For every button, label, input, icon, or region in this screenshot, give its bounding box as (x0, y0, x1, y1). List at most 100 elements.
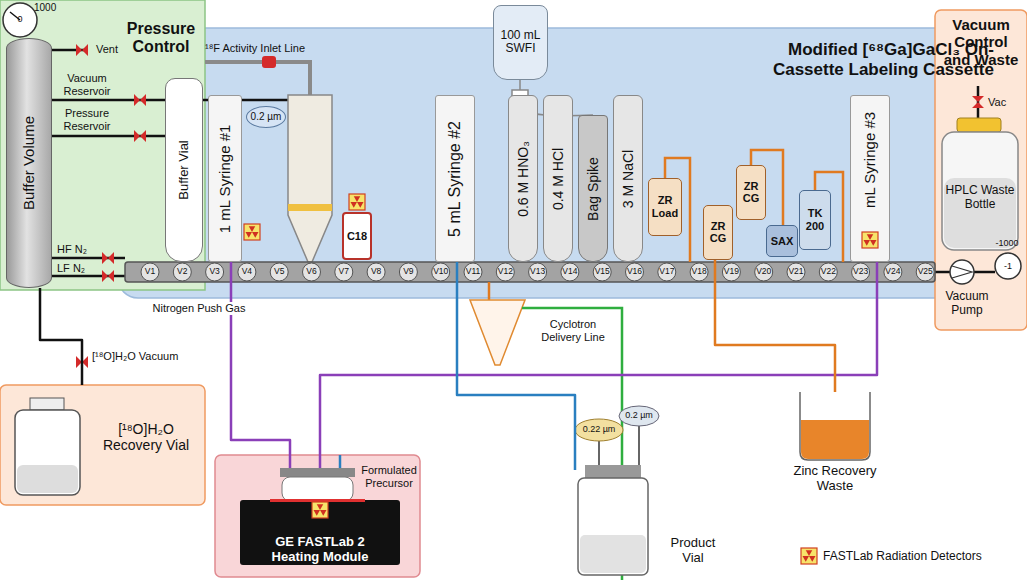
detector-wedge (867, 234, 874, 240)
shape (578, 478, 648, 575)
reagent-tube: 3 M NaCl (613, 95, 643, 262)
detector-body (349, 194, 365, 210)
node-text: mL Syringe #3 (861, 112, 878, 208)
recovery-bottle (15, 398, 80, 495)
product-vial: Product Vial (570, 470, 725, 578)
shape (3, 3, 37, 37)
reagent-tube: 0.6 M HNO₃ (508, 95, 538, 262)
node-text: [¹⁸O]H₂O Recovery Vial (92, 421, 200, 453)
node-text: TK 200 (801, 207, 829, 232)
shape (972, 96, 984, 108)
valve-label: V1 (139, 267, 161, 277)
reagent-tube: 0.4 M HCl (543, 95, 573, 262)
detector-wedge (806, 550, 813, 556)
node-text: 5 mL Syringe #2 (446, 121, 464, 237)
node-text: 1 mL Syringe #1 (216, 124, 233, 233)
valve-label: V2 (171, 267, 193, 277)
callout-label: Pressure Reservoir (56, 107, 118, 132)
swfi-bag: 100 mL SWFI (493, 5, 548, 80)
heating-module-panel: GE FASTLab 2 Heating Module Formulated Pr… (215, 455, 420, 577)
detector-wedge (252, 232, 259, 238)
syringe: 1 mL Syringe #1 (208, 95, 242, 262)
manifold (125, 262, 935, 282)
node-text: Vacuum Pump (937, 290, 997, 318)
shape (950, 260, 974, 284)
legend-icon (800, 547, 818, 565)
detector-wedge (354, 196, 361, 202)
shape (0, 385, 205, 505)
valve-label: V16 (624, 267, 646, 277)
vacuum-pump: Vacuum Pump (937, 262, 997, 324)
shape (801, 420, 869, 459)
shape (935, 271, 950, 274)
shape (262, 56, 276, 68)
detector-wedge (357, 202, 364, 208)
valve-label: V19 (720, 267, 742, 277)
shape (470, 300, 525, 365)
callout-label: Vac (988, 96, 1018, 109)
shape (282, 477, 353, 501)
shape (575, 419, 623, 441)
node-text: 0.2 µm (248, 111, 284, 123)
node-text: Formulated Precursor (361, 464, 417, 489)
node-text: Product Vial (663, 536, 723, 566)
node-text: HPLC Waste Bottle (940, 184, 1020, 212)
node-text: SAX (768, 235, 796, 248)
shape (17, 465, 78, 493)
buffer-volume-cylinder: Buffer Volume (6, 38, 52, 288)
valve-label: V4 (236, 267, 258, 277)
callout-label: HF N₂ (57, 243, 99, 256)
syringe: 5 mL Syringe #2 (435, 95, 475, 262)
node-text: Bag Spike (585, 157, 601, 221)
tubing-connector (320, 262, 877, 455)
node-text: Vacuum Control and Waste (939, 16, 1023, 68)
shape (619, 406, 659, 426)
shape (0, 0, 205, 290)
node-text: 3 M NaCl (620, 149, 636, 207)
filter: 0.2 µm (246, 106, 286, 128)
shape (205, 62, 310, 95)
radiation-detector (349, 194, 365, 210)
valve-label: V7 (333, 267, 355, 277)
shape (270, 499, 365, 502)
node-text: ZR Load (650, 194, 680, 219)
callout-label: 1000 (34, 2, 68, 14)
radiation-detector (312, 502, 328, 518)
valve-label: V8 (365, 267, 387, 277)
node-text: Buffer Vial (177, 140, 192, 200)
detector-wedge (870, 240, 877, 246)
node-text: GE FASTLab 2 Heating Module (260, 535, 380, 565)
gauges (3, 3, 1021, 284)
valve-label: V3 (204, 267, 226, 277)
shape (585, 465, 641, 478)
shape (488, 282, 491, 300)
detector-body (312, 502, 328, 518)
shape (974, 271, 995, 274)
callout-label: LF N₂ (57, 262, 99, 275)
radiation-detector (862, 232, 878, 248)
shape (134, 130, 146, 142)
shape (339, 455, 342, 470)
node-text: ZR CG (705, 220, 731, 245)
valve-label: V13 (527, 267, 549, 277)
shape (580, 535, 646, 573)
detector-wedge (314, 510, 321, 516)
detector-wedge (351, 202, 358, 208)
valve-label: V12 (494, 267, 516, 277)
shape (935, 10, 1027, 330)
legend-item: FASTLab Radiation Detectors (800, 547, 982, 565)
shape (15, 410, 80, 495)
shape (102, 252, 114, 264)
shape (52, 257, 125, 260)
valve-label: V18 (688, 267, 710, 277)
shape (52, 135, 165, 138)
callout-label: [¹⁸O]H₂O Vacuum (92, 350, 204, 363)
cartridge: ZR CG (703, 205, 733, 260)
shape (52, 275, 125, 278)
cassette-panel: Modified [⁶⁸Ga]GaCl₃ On-Cassette Labelin… (118, 28, 1000, 298)
gas-lines (52, 50, 995, 276)
